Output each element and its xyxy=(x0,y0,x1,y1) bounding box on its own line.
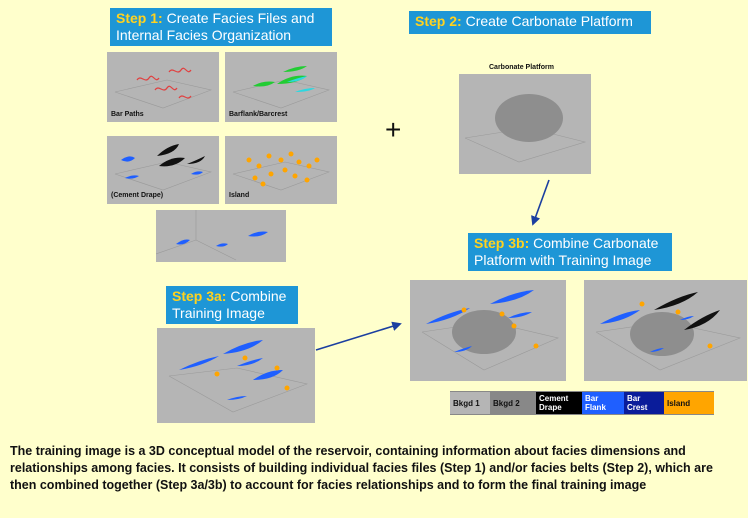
step3b-title: Step 3b: Combine Carbonate Platform with… xyxy=(468,233,672,271)
step2-number: Step 2: xyxy=(415,13,462,29)
bar-paths-panel: Bar Paths xyxy=(107,52,219,122)
step1-text: Create Facies Files and Internal Facies … xyxy=(116,10,315,43)
legend-bar-flank: Bar Flank xyxy=(582,391,624,415)
training-image-render xyxy=(168,340,309,413)
combined-left-render xyxy=(421,290,559,371)
island-panel: Island xyxy=(225,136,337,204)
bar-paths-render xyxy=(114,67,213,109)
cement-panel: (Cement Drape) xyxy=(107,136,219,204)
arrow-training-to-combine xyxy=(315,321,402,351)
step2-title: Step 2: Create Carbonate Platform xyxy=(409,11,651,34)
cement-label: (Cement Drape) xyxy=(111,192,164,199)
step3a-title: Step 3a: Combine Training Image xyxy=(166,286,298,324)
cement-island-panel xyxy=(156,210,286,262)
step3b-number: Step 3b: xyxy=(474,235,530,251)
combined-panel-left xyxy=(410,280,566,381)
legend-bkgd2: Bkgd 2 xyxy=(490,391,536,415)
platform-title-strip xyxy=(459,62,591,74)
step2-text: Create Carbonate Platform xyxy=(461,13,633,29)
facies-legend: Bkgd 1 Bkgd 2 Cement Drape Bar Flank Bar… xyxy=(450,391,714,415)
platform-label: Carbonate Platform xyxy=(489,64,554,71)
step3a-text: Combine Training Image xyxy=(172,288,287,321)
plus-sign: + xyxy=(385,114,402,145)
legend-island: Island xyxy=(664,391,714,415)
combined-panel-right xyxy=(584,280,747,381)
platform-render xyxy=(464,94,587,163)
combined-right-render xyxy=(595,292,742,371)
island-label: Island xyxy=(229,192,250,199)
barflank-panel: Barflank/Barcrest xyxy=(225,52,337,122)
legend-cement-drape: Cement Drape xyxy=(536,391,582,415)
barflank-render xyxy=(232,66,331,109)
step3b-text: Combine Carbonate Platform with Training… xyxy=(474,235,659,268)
step3a-number: Step 3a: xyxy=(172,288,227,304)
arrow-platform-to-combine xyxy=(531,179,550,226)
cement-island-render xyxy=(156,210,268,261)
platform-panel: Carbonate Platform xyxy=(459,62,591,174)
legend-bkgd1: Bkgd 1 xyxy=(450,391,490,415)
training-image-panel xyxy=(157,328,315,423)
bar-paths-label: Bar Paths xyxy=(111,111,144,118)
barflank-label: Barflank/Barcrest xyxy=(229,111,288,118)
cement-render xyxy=(114,144,213,191)
step1-number: Step 1: xyxy=(116,10,163,26)
island-render xyxy=(232,151,331,191)
legend-bar-crest: Bar Crest xyxy=(624,391,664,415)
step1-title: Step 1: Create Facies Files and Internal… xyxy=(110,8,332,46)
caption-text: The training image is a 3D conceptual mo… xyxy=(10,444,713,492)
